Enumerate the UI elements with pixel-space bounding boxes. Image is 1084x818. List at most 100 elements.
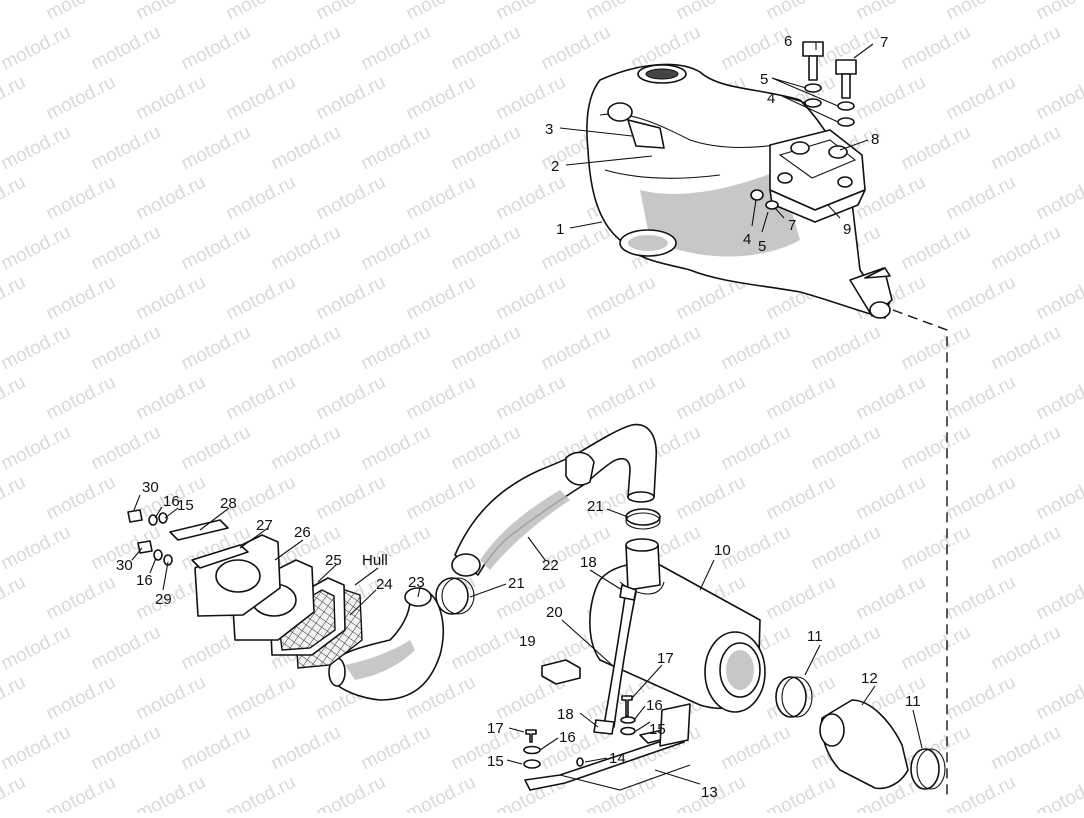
watermark-text: motod.ru — [268, 722, 344, 775]
watermark-text: motod.ru — [1033, 672, 1084, 725]
watermark-text: motod.ru — [853, 372, 929, 425]
watermark-text: motod.ru — [178, 322, 254, 375]
watermark-text: motod.ru — [583, 372, 659, 425]
watermark-text: motod.ru — [943, 472, 1019, 525]
watermark-text: motod.ru — [988, 722, 1064, 775]
callout-5a: 5 — [760, 71, 768, 88]
muffler-bracket — [524, 703, 691, 791]
watermark-text: motod.ru — [583, 772, 659, 813]
watermark-text: motod.ru — [43, 572, 119, 625]
watermark-text: motod.ru — [268, 322, 344, 375]
watermark-text: motod.ru — [223, 772, 299, 813]
watermark-text: motod.ru — [313, 72, 389, 125]
watermark-text: motod.ru — [808, 522, 884, 575]
callout-15a: 15 — [649, 721, 666, 738]
watermark-text: motod.ru — [718, 322, 794, 375]
watermark-text: motod.ru — [898, 222, 974, 275]
watermark-text: motod.ru — [943, 372, 1019, 425]
callout-19: 19 — [519, 633, 536, 650]
watermark-text: motod.ru — [0, 0, 29, 24]
watermark-text: motod.ru — [988, 322, 1064, 375]
watermark-text: motod.ru — [898, 622, 974, 675]
watermark-text: motod.ru — [763, 372, 839, 425]
callout-4b: 4 — [743, 231, 751, 248]
strap — [593, 584, 637, 735]
callout-9: 9 — [843, 221, 851, 238]
flange-stack — [194, 534, 363, 669]
watermark-text: motod.ru — [43, 372, 119, 425]
callout-10: 10 — [714, 542, 731, 559]
callout-25: 25 — [325, 552, 342, 569]
watermark-text: motod.ru — [538, 22, 614, 75]
watermark-text: motod.ru — [538, 322, 614, 375]
watermark-text: motod.ru — [88, 422, 164, 475]
callout-27: 27 — [256, 517, 273, 534]
clamp-plates — [127, 509, 249, 569]
watermark-text: motod.ru — [133, 272, 209, 325]
callout-6: 6 — [784, 33, 792, 50]
watermark-text: motod.ru — [0, 522, 74, 575]
callout-2: 2 — [551, 158, 559, 175]
watermark-text: motod.ru — [808, 322, 884, 375]
watermark-text: motod.ru — [853, 572, 929, 625]
callout-11b: 11 — [905, 693, 921, 710]
watermark-text: motod.ru — [988, 122, 1064, 175]
watermark-text: motod.ru — [88, 122, 164, 175]
exhaust-hose — [451, 423, 657, 577]
callout-1: 1 — [556, 221, 564, 238]
watermark-text: motod.ru — [493, 372, 569, 425]
watermark-text: motod.ru — [538, 222, 614, 275]
watermark-text: motod.ru — [88, 222, 164, 275]
callout-14: 14 — [609, 750, 626, 767]
callout-23: 23 — [408, 574, 425, 591]
watermark-text: motod.ru — [313, 0, 389, 24]
watermark-text: motod.ru — [43, 0, 119, 24]
watermark-text: motod.ru — [718, 722, 794, 775]
watermark-text: motod.ru — [898, 122, 974, 175]
watermark-text: motod.ru — [898, 422, 974, 475]
watermark-text: motod.ru — [403, 0, 479, 24]
watermark-text: motod.ru — [268, 422, 344, 475]
watermark-text: motod.ru — [88, 722, 164, 775]
callout-22: 22 — [542, 557, 559, 574]
watermark-text: motod.ru — [943, 72, 1019, 125]
callout-7b: 7 — [788, 217, 796, 234]
watermark-text: motod.ru — [0, 222, 74, 275]
watermark-text: motod.ru — [43, 672, 119, 725]
watermark-text: motod.ru — [988, 22, 1064, 75]
callout-30a: 30 — [142, 479, 159, 496]
watermark-text: motod.ru — [943, 772, 1019, 813]
watermark-text: motod.ru — [853, 472, 929, 525]
watermark-text: motod.ru — [943, 172, 1019, 225]
watermark-text: motod.ru — [43, 772, 119, 813]
watermark-text: motod.ru — [763, 572, 839, 625]
watermark-text: motod.ru — [448, 622, 524, 675]
watermark-text: motod.ru — [448, 722, 524, 775]
watermark-text: motod.ru — [943, 272, 1019, 325]
leader-lines — [131, 42, 923, 785]
callout-5b: 5 — [758, 238, 766, 255]
watermark-text: motod.ru — [358, 122, 434, 175]
watermark-text: motod.ru — [178, 122, 254, 175]
watermark-text: motod.ru — [358, 722, 434, 775]
alignment-line — [892, 309, 948, 795]
watermark-text: motod.ru — [0, 72, 29, 125]
watermark-text: motod.ru — [313, 372, 389, 425]
watermark-text: motod.ru — [988, 522, 1064, 575]
hose-clamps — [435, 508, 661, 615]
watermark-text: motod.ru — [268, 122, 344, 175]
watermark-text: motod.ru — [853, 0, 929, 24]
callout-21b: 21 — [508, 575, 525, 592]
rubber-pad — [541, 659, 581, 685]
watermark-text: motod.ru — [0, 472, 29, 525]
callout-4a: 4 — [767, 90, 775, 107]
watermark-text: motod.ru — [223, 672, 299, 725]
watermark-text: motod.ru — [448, 122, 524, 175]
watermark-text: motod.ru — [223, 0, 299, 24]
watermark-text: motod.ru — [0, 572, 29, 625]
watermark-text: motod.ru — [493, 172, 569, 225]
watermark-text: motod.ru — [628, 322, 704, 375]
watermark-text: motod.ru — [0, 22, 74, 75]
watermark-text: motod.ru — [673, 372, 749, 425]
watermark-text: motod.ru — [1033, 472, 1084, 525]
